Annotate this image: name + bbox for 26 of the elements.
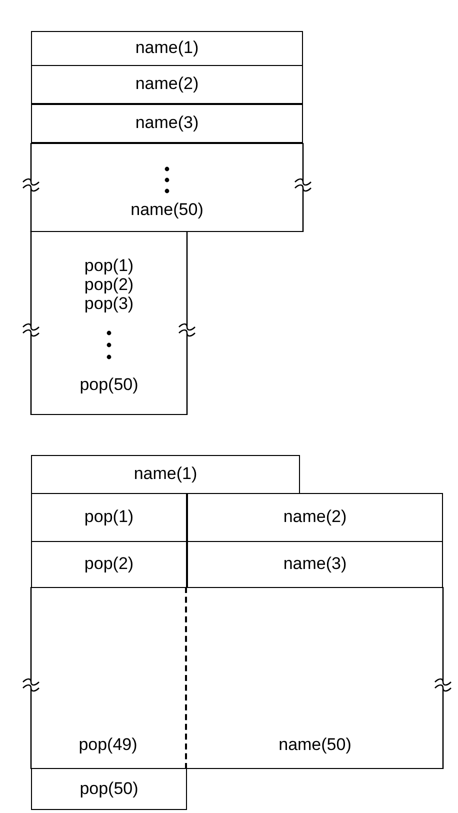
field-label: name(3) [135,113,199,132]
memory-cell [187,493,443,542]
field-label: pop(2) [84,554,134,573]
memory-cell [31,143,303,232]
field-label: name(2) [283,507,347,526]
field-label: pop(1) [84,507,134,526]
memory-cell [31,31,303,66]
field-label: name(1) [135,38,199,57]
field-label: name(1) [134,464,198,483]
field-label: name(3) [283,554,347,573]
memory-cell [31,493,187,542]
field-label: pop(1) [84,256,134,275]
field-label: pop(50) [80,375,138,394]
memory-cell [31,65,303,104]
field-label: name(50) [278,735,352,754]
field-label: pop(3) [84,294,134,313]
field-label: pop(2) [84,275,134,294]
memory-cell [31,541,187,588]
field-label: name(50) [130,200,204,219]
field-label: name(2) [135,74,199,93]
memory-cell [31,104,303,143]
memory-cell [31,768,187,810]
memory-cell [31,455,300,494]
field-label: pop(49) [78,735,138,754]
memory-cell [187,541,443,588]
field-label: pop(50) [80,779,138,798]
